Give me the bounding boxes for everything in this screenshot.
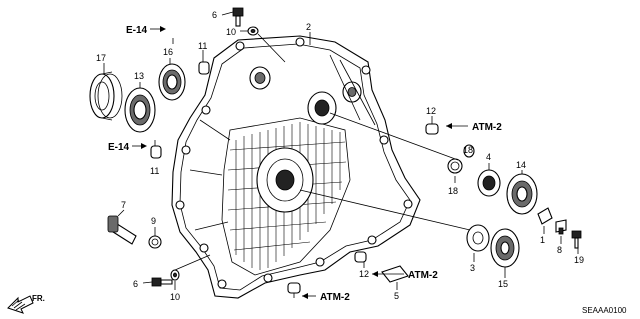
label-part-16: 16: [163, 47, 173, 57]
front-direction-arrow: [7, 295, 34, 314]
bolt-19: [571, 230, 582, 249]
shim-3: [466, 224, 490, 252]
sensor-7: [107, 215, 137, 245]
ref-atm2-right: ATM-2: [472, 122, 502, 133]
leader-lines: [103, 11, 579, 298]
bearing-16: [158, 63, 186, 101]
bearing-13: [124, 87, 156, 133]
dowel-pin-11-top: [198, 61, 210, 75]
label-part-5: 5: [394, 291, 399, 301]
dowel-pin-11-left: [150, 145, 162, 159]
dowel-pin-12-bottom: [354, 251, 367, 263]
label-part-4: 4: [486, 152, 491, 162]
bearing-14: [506, 173, 538, 215]
label-part-2: 2: [306, 22, 311, 32]
label-part-18-lower: 18: [448, 186, 458, 196]
label-part-12-bottom: 12: [359, 269, 369, 279]
ref-arrows: [132, 26, 468, 299]
front-direction-label: FR.: [32, 294, 45, 303]
clip-8: [555, 219, 567, 235]
ref-e14-top: E-14: [126, 25, 148, 36]
label-part-11-top: 11: [198, 41, 207, 51]
label-part-3: 3: [470, 263, 475, 273]
transmission-housing: [171, 35, 421, 299]
o-ring-18-upper: [463, 144, 475, 158]
bearing-15: [490, 228, 520, 268]
label-part-14: 14: [516, 160, 526, 170]
label-part-17: 17: [96, 53, 106, 63]
plate-1: [537, 207, 553, 225]
label-part-18-upper: 18: [463, 145, 473, 155]
ref-atm2-bottom: ATM-2: [320, 292, 350, 303]
label-part-11-left: 11: [150, 166, 159, 176]
label-part-12-right: 12: [426, 106, 436, 116]
label-part-10-bottom: 10: [170, 292, 180, 302]
washer-10-top: [247, 26, 259, 36]
label-part-9: 9: [151, 216, 156, 226]
label-part-19: 19: [574, 255, 584, 265]
bolt-6-bottom: [151, 277, 173, 287]
o-ring-9: [148, 235, 162, 249]
oil-seal-17: [89, 71, 123, 121]
gear-4: [477, 169, 501, 197]
ref-e14-left: E-14: [108, 142, 130, 153]
ref-atm2-mid: ATM-2: [408, 270, 438, 281]
dowel-pin-12-right: [425, 123, 439, 135]
label-part-1: 1: [540, 235, 545, 245]
label-part-6-bottom: 6: [133, 279, 138, 289]
label-part-15: 15: [498, 279, 508, 289]
label-part-10-top: 10: [226, 27, 236, 37]
label-part-6-top: 6: [212, 10, 217, 20]
label-part-7: 7: [121, 200, 126, 210]
o-ring-18-lower: [447, 158, 463, 174]
dowel-pin-11-bottom: [287, 282, 301, 294]
label-part-8: 8: [557, 245, 562, 255]
label-part-13: 13: [134, 71, 144, 81]
diagram-code: SEAAA0100: [582, 306, 627, 315]
bolt-6-top: [232, 7, 244, 27]
washer-10-bottom: [170, 269, 180, 281]
